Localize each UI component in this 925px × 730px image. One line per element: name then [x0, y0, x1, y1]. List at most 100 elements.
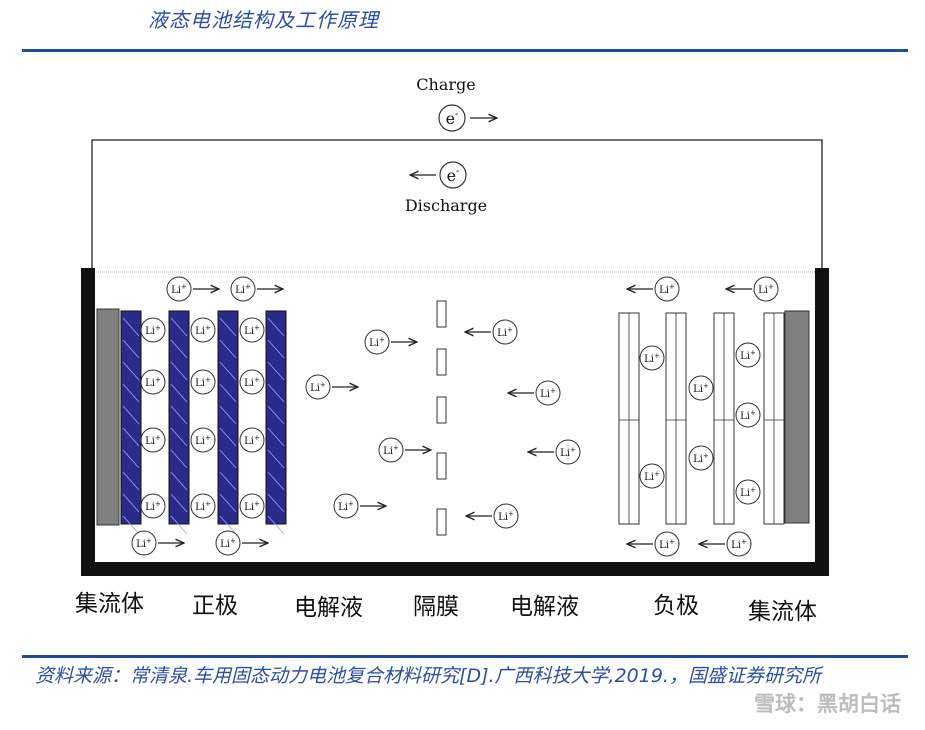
discharge-label: Discharge: [405, 196, 487, 215]
container-bottom: [81, 562, 829, 576]
charge-label: Charge: [416, 75, 475, 94]
collector-left: [96, 308, 120, 526]
lithium-ion: Li+: [190, 369, 216, 395]
cathode-hatch: [122, 427, 140, 447]
cathode-hatch: [122, 405, 140, 425]
lithium-ion: Li+: [190, 317, 216, 343]
lithium-ion: Li+: [639, 345, 665, 371]
cathode-hatch: [122, 383, 140, 403]
cathode-hatch: [170, 515, 188, 535]
lithium-ion: Li+: [166, 276, 219, 302]
lithium-ion: Li+: [140, 317, 166, 343]
cathode-hatch: [170, 339, 188, 359]
lithium-ion-label: Li+: [195, 500, 211, 513]
lithium-ion-label: Li+: [644, 470, 660, 483]
lithium-ion-label: Li+: [560, 446, 576, 459]
lithium-ion: Li+: [627, 531, 680, 557]
cathode-hatch: [267, 405, 285, 425]
lithium-ion-label: Li+: [498, 510, 514, 523]
lithium-ion-label: Li+: [220, 537, 236, 550]
label-separator: 隔膜: [413, 594, 459, 620]
cathode-hatch: [170, 427, 188, 447]
label-collector-left: 集流体: [75, 591, 144, 617]
lithium-ion: Li+: [465, 319, 518, 345]
container-left-wall: [81, 268, 95, 576]
cathode-hatch: [219, 471, 237, 491]
watermark: 雪球：黑胡白话: [754, 692, 901, 716]
lithium-ion: Li+: [627, 276, 680, 302]
lithium-ion: Li+: [239, 493, 265, 519]
page-title: 液态电池结构及工作原理: [148, 8, 379, 32]
cathode-hatch: [122, 493, 140, 513]
lithium-ion: Li+: [378, 437, 431, 463]
lithium-ion: Li+: [466, 503, 519, 529]
cathode-hatch: [267, 493, 285, 513]
lithium-ion: Li+: [726, 276, 779, 302]
cathode-hatch: [267, 427, 285, 447]
source-note: 资料来源：常清泉.车用固态动力电池复合材料研究[D].广西科技大学,2019.，…: [35, 665, 821, 687]
lithium-ion: Li+: [333, 493, 386, 519]
lithium-ion-label: Li+: [244, 500, 260, 513]
cathode-hatch: [219, 427, 237, 447]
lithium-ion-label: Li+: [145, 500, 161, 513]
container-right-wall: [815, 268, 829, 576]
lithium-ion-label: Li+: [731, 538, 747, 551]
lithium-ion: Li+: [140, 369, 166, 395]
cathode: [120, 310, 287, 535]
lithium-ion-label: Li+: [145, 434, 161, 447]
lithium-ion-label: Li+: [145, 376, 161, 389]
lithium-ion: Li+: [364, 329, 417, 355]
lithium-ion: Li+: [239, 427, 265, 453]
cathode-hatch: [122, 515, 140, 535]
lithium-ion: Li+: [190, 493, 216, 519]
electron-discharge: e-: [439, 161, 467, 189]
lithium-ion: Li+: [688, 445, 714, 471]
lithium-ion: Li+: [215, 530, 268, 556]
separator-segment: [436, 300, 447, 328]
label-electrolyte-left: 电解液: [294, 595, 363, 621]
separator-segment: [436, 348, 447, 376]
cathode-hatch: [170, 317, 188, 337]
cathode-hatch: [170, 405, 188, 425]
cathode-hatch: [170, 361, 188, 381]
anode: [618, 312, 785, 525]
cathode-hatch: [219, 339, 237, 359]
cathode-hatch: [170, 471, 188, 491]
lithium-ion-label: Li+: [338, 500, 354, 513]
lithium-ion-label: Li+: [171, 283, 187, 296]
cathode-hatch: [170, 449, 188, 469]
cathode-hatch: [122, 361, 140, 381]
lithium-ion-label: Li+: [195, 434, 211, 447]
lithium-ion-label: Li+: [244, 324, 260, 337]
svg-text:e-: e-: [447, 166, 460, 185]
cathode-hatch: [170, 493, 188, 513]
separator-segment: [436, 452, 447, 480]
cathode-hatch: [170, 383, 188, 403]
lithium-ion-label: Li+: [244, 434, 260, 447]
lithium-ion-label: Li+: [145, 324, 161, 337]
cathode-hatch: [267, 471, 285, 491]
cathode-hatch: [267, 361, 285, 381]
lithium-ion: Li+: [699, 531, 752, 557]
lithium-ion-label: Li+: [369, 336, 385, 349]
cathode-plate: [217, 310, 239, 525]
lithium-ion: Li+: [239, 369, 265, 395]
lithium-ion-label: Li+: [540, 387, 556, 400]
lithium-ion: Li+: [688, 375, 714, 401]
lithium-ion-label: Li+: [659, 283, 675, 296]
lithium-ion: Li+: [239, 317, 265, 343]
cathode-hatch: [122, 339, 140, 359]
top-divider: [22, 49, 908, 52]
lithium-ion: Li+: [735, 342, 761, 368]
lithium-ion: Li+: [639, 463, 665, 489]
collector-right: [784, 310, 810, 524]
label-electrolyte-right: 电解液: [510, 594, 579, 620]
cathode-plate: [265, 310, 287, 525]
lithium-ion-label: Li+: [740, 409, 756, 422]
cathode-hatch: [219, 515, 237, 535]
label-cathode: 正极: [192, 593, 238, 619]
lithium-ions: Li+ Li+ Li+ Li+ Li+ Li+ Li+ Li+ Li+ Li+ Li+ Li+ Li+ L…: [131, 276, 779, 557]
external-circuit-wire: [91, 139, 823, 272]
separator-segment: [436, 508, 447, 536]
